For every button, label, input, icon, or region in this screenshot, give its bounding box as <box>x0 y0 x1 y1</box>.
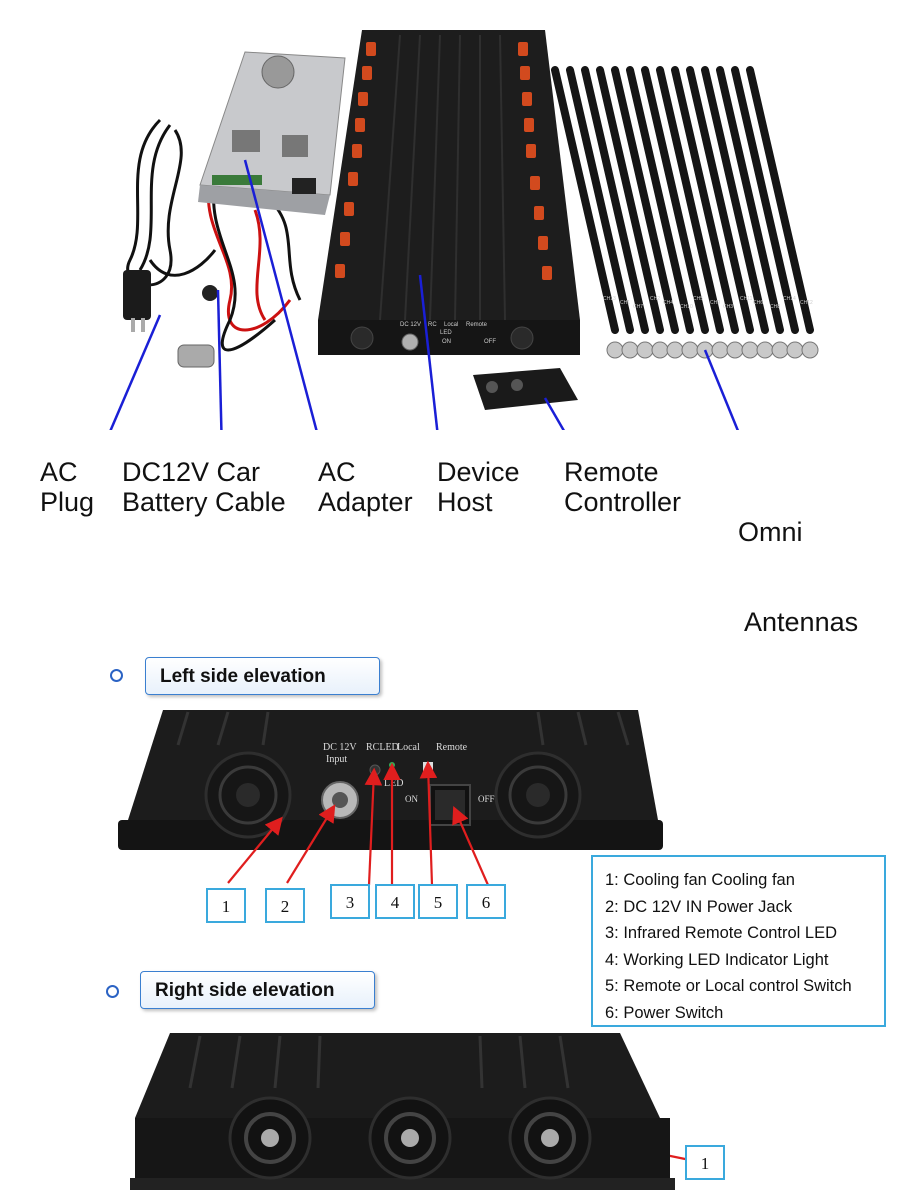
antenna-tag: CH7 <box>633 304 643 310</box>
device-antenna-ports-left <box>335 42 376 278</box>
left-fan-icon <box>204 751 292 839</box>
callout-3: 3 <box>330 884 370 919</box>
panel-local-label: Local <box>397 742 420 753</box>
ac-plug <box>123 270 151 320</box>
panel-dc-label: DC 12V <box>323 742 357 753</box>
device-remote-label: Remote <box>466 322 488 328</box>
panel-on-label: ON <box>405 794 418 804</box>
side-fan-1-icon <box>228 1096 312 1180</box>
side-fan-3-icon <box>508 1096 592 1180</box>
label-omni-line2: Antennas <box>738 607 859 637</box>
label-host-line1: Device <box>437 457 520 487</box>
antenna-tag: CH4 <box>663 300 673 306</box>
ac-adapter <box>198 51 346 215</box>
panel-off-label: OFF <box>478 794 495 804</box>
antenna: CH10 <box>626 66 699 359</box>
right-side-photo <box>130 1033 675 1190</box>
label-host-line2: Host <box>437 487 493 517</box>
device-host: DC 12V RC Local Remote LED ON OFF <box>318 30 580 355</box>
antenna-tag: CH14 <box>783 296 796 302</box>
legend-item: 4: Working LED Indicator Light <box>605 950 829 969</box>
antenna-tag: CH2 <box>650 296 660 302</box>
product-photo: DC 12V RC Local Remote LED ON OFF CH13CH… <box>109 30 819 430</box>
antenna: CH6 <box>701 66 774 359</box>
panel-led-label: LED <box>384 778 403 789</box>
label-dc-car-cable: DC12V Car Battery Cable <box>122 457 286 517</box>
label-remote-controller: Remote Controller <box>564 457 681 517</box>
antenna-tag: CH1 <box>620 300 630 306</box>
antenna-tag: CH10 <box>680 304 693 310</box>
callout-2: 2 <box>265 888 305 923</box>
antenna-tag: CH13 <box>603 296 616 302</box>
antenna-tag: CH8 <box>770 304 780 310</box>
left-side-elevation-title: Left side elevation <box>145 657 380 695</box>
device-rc-label: RC <box>428 322 437 328</box>
antenna-tag: CH3 <box>723 304 733 310</box>
antenna: CH1 <box>566 66 639 359</box>
antenna: CH4 <box>611 66 684 359</box>
label-device-host: Device Host <box>437 457 520 517</box>
device-local-label: Local <box>444 322 458 328</box>
callout-5: 5 <box>418 884 458 919</box>
label-adapter-line1: AC <box>318 457 356 487</box>
antenna-tag: CH11 <box>740 296 753 302</box>
antenna-tag: CH6 <box>753 300 763 306</box>
antenna: CH13 <box>551 66 624 359</box>
callout-6: 6 <box>466 884 506 919</box>
dc-connector <box>177 344 215 368</box>
antenna-tag: CH9 <box>710 300 720 306</box>
label-omni-antennas: Omni Antennas <box>738 457 858 667</box>
right-side-elevation-title: Right side elevation <box>140 971 375 1009</box>
antenna: CH9 <box>656 66 729 359</box>
side-fan-2-icon <box>368 1096 452 1180</box>
pointer-lines <box>109 159 740 430</box>
antenna: CH8 <box>716 66 789 359</box>
legend-box: 1: Cooling fan Cooling fan 2: DC 12V IN … <box>591 855 886 1027</box>
panel-rcled-label: RCLED <box>366 742 399 753</box>
label-dc-line2: Battery Cable <box>122 487 286 517</box>
legend-item: 2: DC 12V IN Power Jack <box>605 897 793 916</box>
left-section-bullet-icon <box>110 669 123 682</box>
antenna: CH7 <box>581 66 654 359</box>
legend-item: 1: Cooling fan Cooling fan <box>605 871 795 889</box>
legend-item: 3: Infrared Remote Control LED <box>605 924 838 942</box>
label-remote-line2: Controller <box>564 487 682 517</box>
antenna: CH11 <box>686 66 759 359</box>
label-ac-plug-line2: Plug <box>40 487 95 517</box>
right-callout-1: 1 <box>685 1145 725 1180</box>
legend-item: 5: Remote or Local control Switch <box>605 977 852 995</box>
device-antenna-ports-right <box>518 42 552 280</box>
device-led-label: LED <box>440 330 452 336</box>
device-off-label: OFF <box>484 339 496 345</box>
callout-1: 1 <box>206 888 246 923</box>
panel-remote-label: Remote <box>436 742 468 753</box>
label-omni-line1: Omni <box>738 517 803 547</box>
legend-item: 6: Power Switch <box>605 1003 724 1022</box>
device-on-label: ON <box>442 339 451 345</box>
antenna-tag: CH12 <box>800 300 813 306</box>
right-fan-icon <box>494 751 582 839</box>
antenna-tag: CH5 <box>693 296 703 302</box>
remote-controller <box>473 368 578 410</box>
label-ac-plug-line1: AC <box>40 457 78 487</box>
antenna-connector <box>801 341 819 359</box>
panel-input-label: Input <box>326 754 347 765</box>
callout-4: 4 <box>375 884 415 919</box>
label-ac-plug: AC Plug <box>40 457 94 517</box>
label-adapter-line2: Adapter <box>318 487 413 517</box>
antenna: CH12 <box>746 66 819 359</box>
right-section-bullet-icon <box>106 985 119 998</box>
omni-antennas: CH13CH1CH7CH2CH4CH10CH5CH9CH3CH11CH6CH8C… <box>551 66 819 359</box>
label-dc-line1: DC12V Car <box>122 457 261 487</box>
left-side-photo: DC 12V Input RCLED Local Remote LED ON O… <box>118 710 663 850</box>
antenna: CH2 <box>596 66 669 359</box>
label-remote-line1: Remote <box>564 457 659 487</box>
label-ac-adapter: AC Adapter <box>318 457 413 517</box>
device-dc-label: DC 12V <box>400 322 421 328</box>
